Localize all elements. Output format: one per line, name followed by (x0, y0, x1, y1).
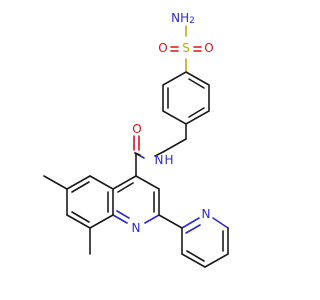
bond-ch2-ch2 (162, 138, 187, 153)
py-bond-c5-c4 (204, 253, 229, 268)
benzene-ring (162, 71, 210, 125)
q-bond-n1-c8a-inner (116, 210, 130, 219)
quinoline-heteroring: N (112, 175, 160, 235)
py-bond-c4-c3-inner (186, 250, 205, 262)
atom-amide-n: N (155, 153, 164, 167)
atom-amide-o: O (132, 122, 141, 136)
atom-amide-h: H (164, 153, 173, 167)
py-bond-c4-c3 (181, 253, 206, 268)
benzene-inner-bond-1 (188, 78, 205, 89)
qb-bond-c4a-c5 (89, 175, 114, 190)
atom-o-left: O (158, 41, 167, 55)
benzene-inner-bond-2 (188, 107, 205, 118)
py-bond-c2-n (181, 217, 200, 229)
qb-bond-c8-c8a (89, 214, 114, 229)
molecule-structure-diagram: NH2 S O O O N H N (43, 11, 229, 268)
atom-pyridine-n: N (202, 207, 211, 221)
qb-bond-c7-c8-inner (71, 211, 90, 223)
qb-bond-c5-c6 (66, 175, 91, 190)
amide-group: O N H (132, 122, 174, 177)
atom-o-right: O (204, 41, 213, 55)
ethyl-linker (154, 123, 187, 157)
quinoline-benzo-ring (43, 175, 114, 255)
benzene-ring-outline (162, 71, 210, 125)
sulfonamide-group: NH2 S O O (158, 11, 214, 73)
q-bond-c2-n1 (144, 214, 160, 224)
methyl-c6 (43, 175, 68, 190)
pyridine-ring: N (158, 207, 229, 268)
bond-quinoline-pyridine (158, 214, 183, 229)
q-bond-n1-c8a (112, 214, 128, 224)
qb-bond-c7-c8 (66, 214, 91, 229)
py-bond-c2-n-inner (185, 224, 201, 234)
qb-bond-c5-c6-inner (71, 181, 90, 193)
q-bond-c4a-c4-inner (117, 182, 134, 193)
atom-quinoline-n: N (132, 221, 141, 235)
bond-ch2-nh (154, 151, 164, 157)
q-bond-c4a-c4 (112, 175, 137, 190)
atom-s: S (182, 41, 190, 55)
py-bond-n-c6 (212, 217, 229, 229)
atom-nh2: NH2 (171, 11, 195, 26)
q-bond-c4-c3 (135, 175, 160, 190)
